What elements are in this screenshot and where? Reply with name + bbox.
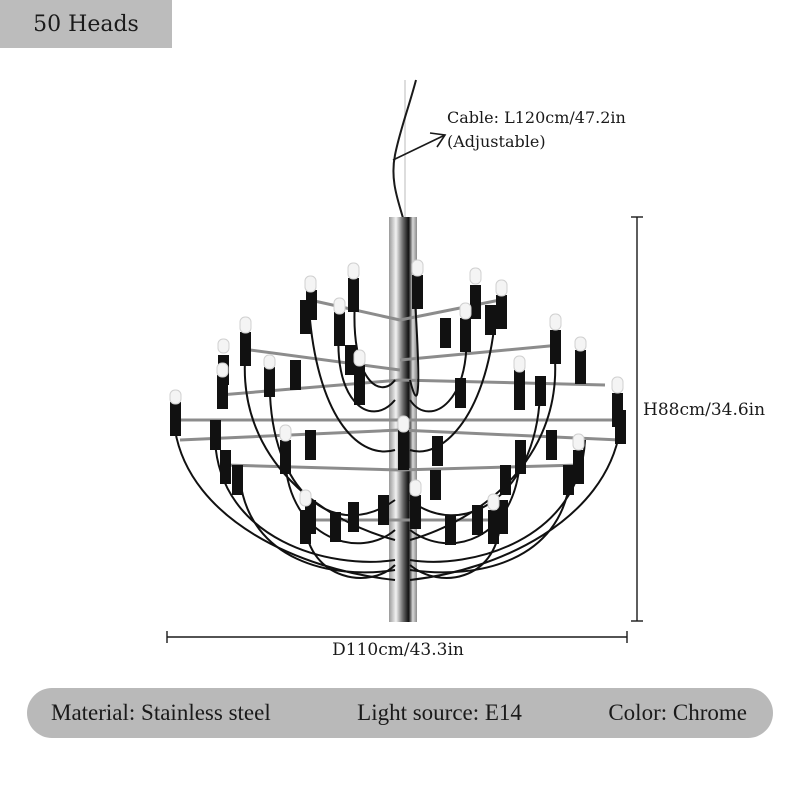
- chandelier-bulbs: [169, 259, 626, 545]
- heads-count-badge: 50 Heads: [0, 0, 172, 48]
- cable-length-label: Cable: L120cm/47.2in (Adjustable): [447, 106, 626, 154]
- cable-icon: [392, 79, 417, 219]
- spec-bar: Material: Stainless steel Light source: …: [27, 688, 773, 738]
- heads-count-label: 50 Heads: [33, 11, 139, 37]
- spec-material: Material: Stainless steel: [51, 700, 271, 725]
- height-dimension-line: [631, 216, 643, 622]
- cable-adjustable-text: (Adjustable): [447, 132, 546, 151]
- diameter-dimension-line: [166, 631, 628, 643]
- diameter-label-container: D110cm/43.3in: [0, 640, 800, 660]
- spec-color: Color: Chrome: [608, 700, 747, 725]
- diameter-label: D110cm/43.3in: [332, 640, 464, 660]
- cable-length-text: Cable: L120cm/47.2in: [447, 108, 626, 127]
- cable-arrow-icon: [392, 132, 447, 161]
- height-label: H88cm/34.6in: [643, 400, 766, 420]
- spec-light-source: Light source: E14: [357, 700, 522, 725]
